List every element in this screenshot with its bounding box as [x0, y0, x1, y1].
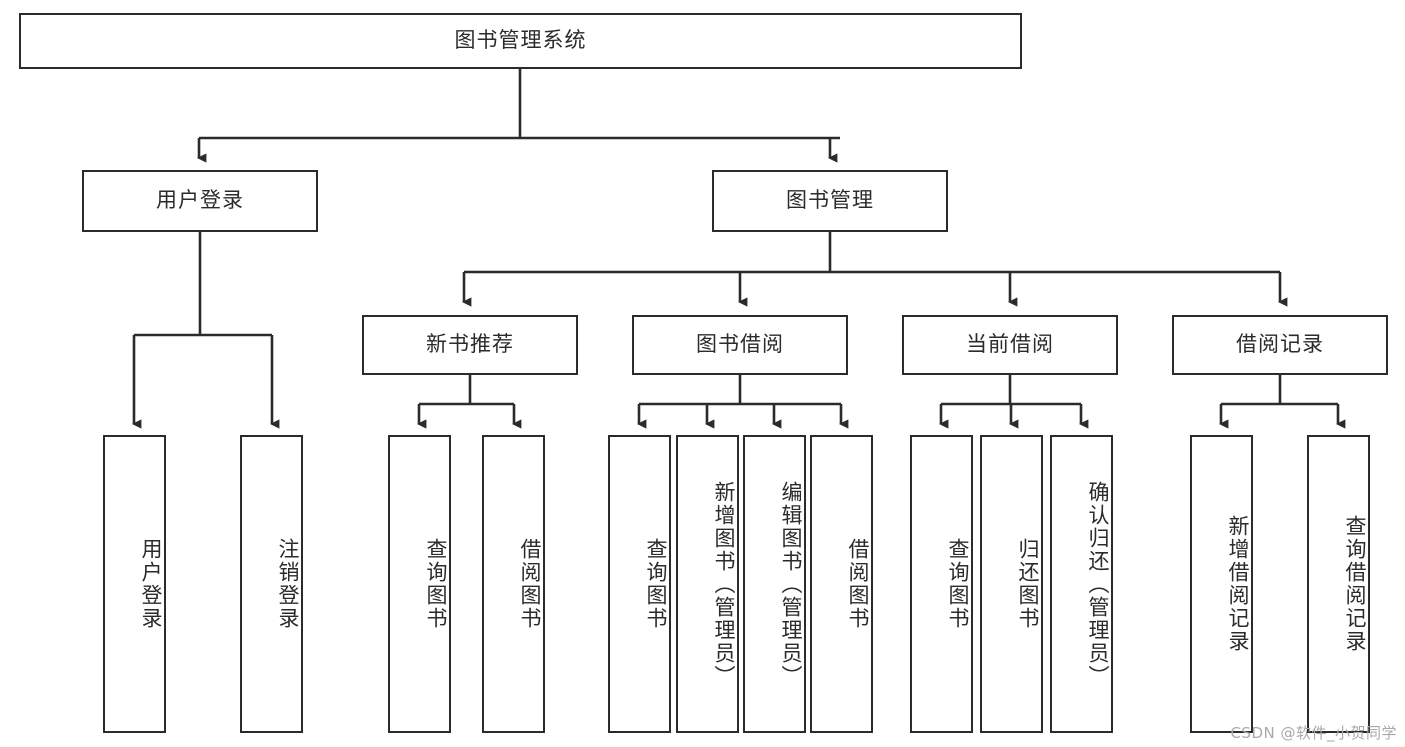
- node-user-login-label: 用户登录: [156, 188, 244, 213]
- node-leaf-user-login-label: 用户登录: [139, 538, 163, 630]
- node-current-borrow[interactable]: 当前借阅: [902, 315, 1118, 375]
- node-leaf-query-record[interactable]: 查询借阅记录: [1307, 435, 1370, 733]
- node-book-borrow-label: 图书借阅: [696, 332, 784, 357]
- node-leaf-query-book-current[interactable]: 查询图书: [910, 435, 973, 733]
- node-leaf-borrow-book-rec-label: 借阅图书: [518, 538, 542, 630]
- node-leaf-query-book-current-label: 查询图书: [946, 538, 970, 630]
- node-leaf-add-record-label: 新增借阅记录: [1226, 515, 1250, 653]
- node-leaf-query-book-rec[interactable]: 查询图书: [388, 435, 451, 733]
- node-book-borrow[interactable]: 图书借阅: [632, 315, 848, 375]
- node-book-manage-label: 图书管理: [786, 188, 874, 213]
- node-leaf-borrow-book[interactable]: 借阅图书: [810, 435, 873, 733]
- node-leaf-return-book-label: 归还图书: [1016, 538, 1040, 630]
- node-root-label: 图书管理系统: [454, 28, 587, 53]
- node-leaf-edit-book[interactable]: 编辑图书（管理员）: [743, 435, 806, 733]
- node-leaf-query-record-label: 查询借阅记录: [1343, 515, 1367, 653]
- node-borrow-record-label: 借阅记录: [1236, 332, 1324, 357]
- node-leaf-add-book-label: 新增图书（管理员）: [712, 480, 736, 688]
- watermark: CSDN @软件_小贺同学: [1230, 724, 1397, 742]
- node-leaf-confirm-return-label: 确认归还（管理员）: [1086, 480, 1110, 688]
- node-leaf-confirm-return[interactable]: 确认归还（管理员）: [1050, 435, 1113, 733]
- node-leaf-user-login[interactable]: 用户登录: [103, 435, 166, 733]
- node-borrow-record[interactable]: 借阅记录: [1172, 315, 1388, 375]
- node-leaf-query-book-rec-label: 查询图书: [424, 538, 448, 630]
- node-leaf-query-book-borrow[interactable]: 查询图书: [608, 435, 671, 733]
- node-current-borrow-label: 当前借阅: [966, 332, 1054, 357]
- node-leaf-edit-book-label: 编辑图书（管理员）: [779, 480, 803, 688]
- node-leaf-borrow-book-label: 借阅图书: [846, 538, 870, 630]
- node-leaf-add-record[interactable]: 新增借阅记录: [1190, 435, 1253, 733]
- node-user-login[interactable]: 用户登录: [82, 170, 318, 232]
- node-leaf-return-book[interactable]: 归还图书: [980, 435, 1043, 733]
- node-leaf-query-book-borrow-label: 查询图书: [644, 538, 668, 630]
- node-leaf-logout-label: 注销登录: [276, 538, 300, 630]
- node-leaf-logout[interactable]: 注销登录: [240, 435, 303, 733]
- node-root[interactable]: 图书管理系统: [19, 13, 1022, 69]
- node-leaf-borrow-book-rec[interactable]: 借阅图书: [482, 435, 545, 733]
- node-book-manage[interactable]: 图书管理: [712, 170, 948, 232]
- node-new-book-rec-label: 新书推荐: [426, 332, 514, 357]
- node-leaf-add-book[interactable]: 新增图书（管理员）: [676, 435, 739, 733]
- node-new-book-rec[interactable]: 新书推荐: [362, 315, 578, 375]
